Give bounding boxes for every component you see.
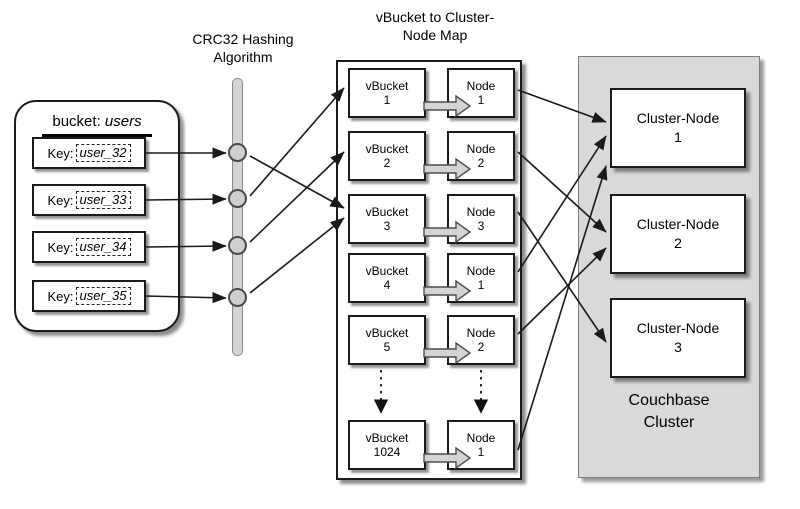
key-item[interactable]: Key: user_34 bbox=[32, 231, 146, 263]
bucket-title-underline bbox=[42, 134, 152, 137]
key-item[interactable]: Key: user_32 bbox=[32, 137, 146, 169]
key-value: user_35 bbox=[75, 287, 131, 305]
cluster-node-label: Cluster-Node bbox=[636, 110, 720, 126]
hash-dot-1[interactable] bbox=[228, 143, 247, 162]
node-box[interactable]: Node 2 bbox=[447, 131, 515, 181]
vbucket-box[interactable]: vBucket 5 bbox=[348, 315, 426, 365]
node-box[interactable]: Node 2 bbox=[447, 315, 515, 365]
node-id: 1 bbox=[477, 445, 485, 459]
node-id: 1 bbox=[477, 93, 485, 107]
connector-hash4-vbucket3 bbox=[249, 217, 345, 294]
key-label: Key: bbox=[47, 145, 74, 161]
node-label: Node bbox=[466, 142, 496, 156]
hash-dot-2[interactable] bbox=[228, 189, 247, 208]
node-label: Node bbox=[466, 431, 496, 445]
node-label: Node bbox=[466, 205, 496, 219]
couchbase-cluster-caption: Couchbase Cluster bbox=[588, 390, 750, 434]
key-value: user_34 bbox=[75, 238, 131, 256]
vbucket-id: 1 bbox=[383, 93, 391, 107]
bucket-title-keyword: bucket: bbox=[52, 113, 101, 130]
bucket-title-name: users bbox=[104, 113, 142, 130]
crc32-title: CRC32 Hashing Algorithm bbox=[168, 30, 318, 66]
node-box[interactable]: Node 1 bbox=[447, 253, 515, 303]
cluster-node-box[interactable]: Cluster-Node 2 bbox=[610, 194, 746, 274]
node-label: Node bbox=[466, 326, 496, 340]
cluster-node-box[interactable]: Cluster-Node 3 bbox=[610, 298, 746, 378]
hash-dot-3[interactable] bbox=[228, 236, 247, 255]
vbucket-id: 2 bbox=[383, 156, 391, 170]
key-value: user_33 bbox=[75, 191, 131, 209]
node-id: 2 bbox=[477, 156, 485, 170]
vbucket-box[interactable]: vBucket 2 bbox=[348, 131, 426, 181]
vbucket-box[interactable]: vBucket 4 bbox=[348, 253, 426, 303]
node-box[interactable]: Node 1 bbox=[447, 420, 515, 470]
cluster-node-label: Cluster-Node bbox=[636, 216, 720, 232]
cluster-caption-line2: Cluster bbox=[643, 414, 695, 431]
node-id: 3 bbox=[477, 219, 485, 233]
cluster-node-label: Cluster-Node bbox=[636, 320, 720, 336]
connector-hash3-vbucket2 bbox=[249, 151, 345, 243]
vbucket-map-title: vBucket to Cluster- Node Map bbox=[330, 8, 540, 44]
cluster-node-id: 3 bbox=[674, 339, 682, 355]
bucket-title: bucket: users bbox=[22, 113, 172, 130]
vbucket-id: 5 bbox=[383, 340, 391, 354]
vbucket-box[interactable]: vBucket 1 bbox=[348, 68, 426, 118]
cluster-node-id: 1 bbox=[674, 129, 682, 145]
vbucket-label: vBucket bbox=[365, 431, 409, 445]
vbucket-map-title-line2: Node Map bbox=[402, 27, 468, 43]
vbucket-label: vBucket bbox=[365, 326, 409, 340]
vbucket-label: vBucket bbox=[365, 79, 409, 93]
crc32-title-line2: Algorithm bbox=[213, 49, 273, 65]
vbucket-label: vBucket bbox=[365, 142, 409, 156]
vbucket-label: vBucket bbox=[365, 205, 409, 219]
vbucket-box[interactable]: vBucket 1024 bbox=[348, 420, 426, 470]
key-item[interactable]: Key: user_33 bbox=[32, 184, 146, 216]
key-label: Key: bbox=[47, 239, 74, 255]
connector-hash2-vbucket1 bbox=[249, 87, 345, 197]
crc32-hash-bar bbox=[232, 78, 243, 356]
node-label: Node bbox=[466, 79, 496, 93]
hash-dot-4[interactable] bbox=[228, 288, 247, 307]
key-item[interactable]: Key: user_35 bbox=[32, 280, 146, 312]
vbucket-map-title-line1: vBucket to Cluster- bbox=[375, 9, 495, 25]
node-box[interactable]: Node 1 bbox=[447, 68, 515, 118]
vbucket-id: 1024 bbox=[373, 445, 401, 459]
vbucket-id: 4 bbox=[383, 278, 391, 292]
node-id: 2 bbox=[477, 340, 485, 354]
cluster-caption-line1: Couchbase bbox=[628, 392, 710, 409]
key-label: Key: bbox=[47, 288, 74, 304]
key-label: Key: bbox=[47, 192, 74, 208]
node-box[interactable]: Node 3 bbox=[447, 194, 515, 244]
node-id: 1 bbox=[477, 278, 485, 292]
key-value: user_32 bbox=[75, 144, 131, 162]
connector-hash1-vbucket3 bbox=[249, 155, 345, 209]
vbucket-id: 3 bbox=[383, 219, 391, 233]
crc32-title-line1: CRC32 Hashing bbox=[192, 31, 294, 47]
cluster-node-id: 2 bbox=[674, 235, 682, 251]
vbucket-label: vBucket bbox=[365, 264, 409, 278]
vbucket-box[interactable]: vBucket 3 bbox=[348, 194, 426, 244]
node-label: Node bbox=[466, 264, 496, 278]
cluster-node-box[interactable]: Cluster-Node 1 bbox=[610, 88, 746, 168]
